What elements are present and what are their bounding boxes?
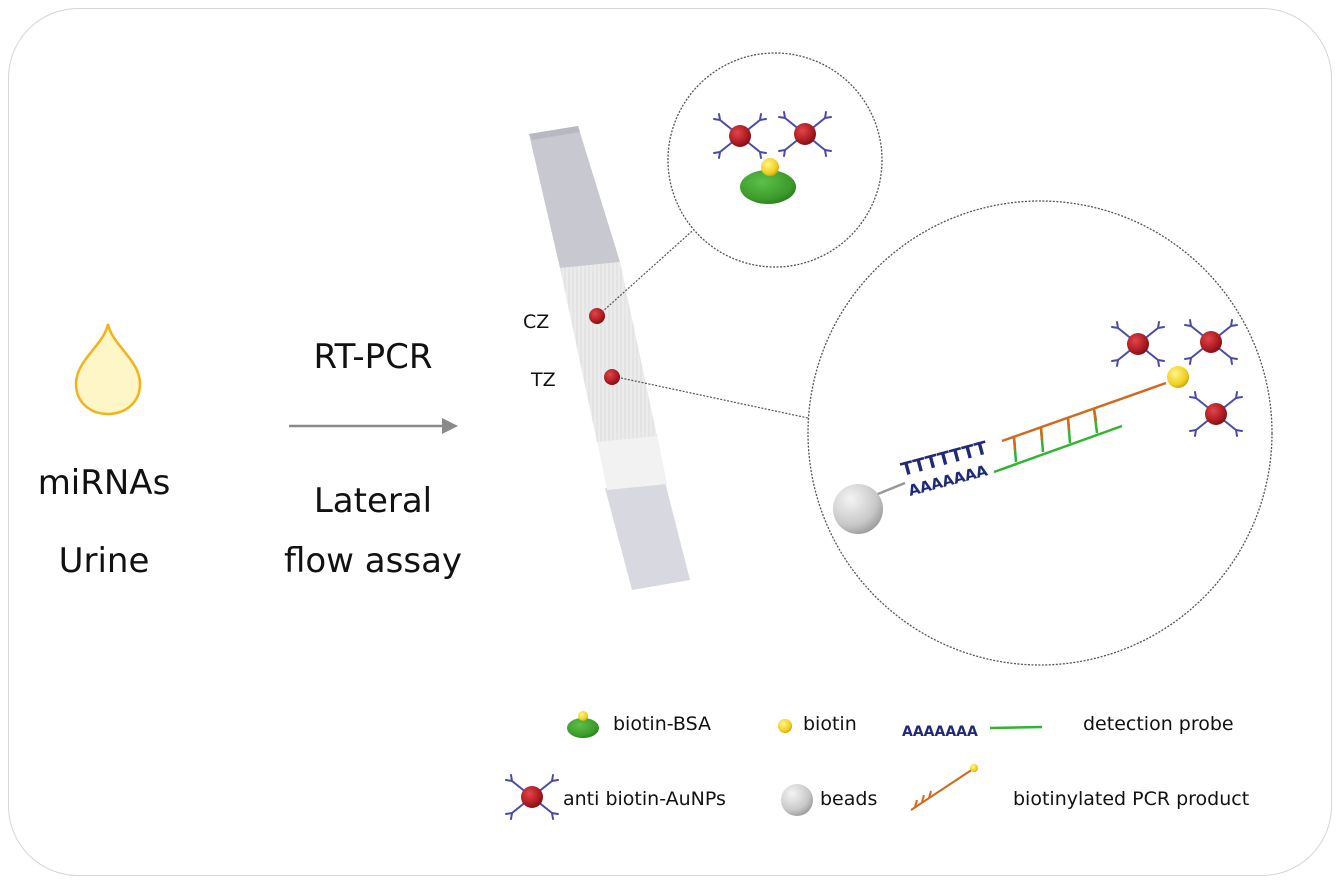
membrane <box>560 262 657 442</box>
detection-probe-strand <box>993 424 1123 474</box>
absorbent-pad <box>605 482 690 590</box>
test-zone-dot <box>604 369 620 385</box>
control-zone-detail <box>667 52 883 268</box>
pcr-product-strand <box>1001 381 1167 443</box>
bead-icon <box>833 484 883 534</box>
lateral-flow-strip <box>529 126 690 590</box>
legend-label: biotin-BSA <box>613 713 711 735</box>
control-zone-dot <box>589 308 605 324</box>
biotin-icon <box>1167 366 1189 388</box>
test-zone-callout-line <box>620 377 809 419</box>
biotin-icon <box>761 158 779 176</box>
rt-pcr-label: RT-PCR <box>314 337 433 377</box>
conjugate-pad <box>597 434 667 490</box>
legend-label: detection probe <box>1083 713 1234 735</box>
sample-pad <box>529 126 620 268</box>
test-zone-label: TZ <box>530 369 556 391</box>
control-zone-label: CZ <box>523 311 549 333</box>
legend-item-anti-biotin-aunps: anti biotin-AuNPs <box>505 774 726 820</box>
biotin-icon <box>778 719 792 733</box>
detection-probe-icon: AAAAAAA <box>902 724 978 740</box>
legend-item-biotinylated-pcr-product: biotinylated PCR product <box>910 764 1249 811</box>
sample-label-urine: Urine <box>59 541 150 581</box>
lateral-flow-label-line1: Lateral <box>314 481 432 521</box>
control-zone-callout-line <box>601 223 701 313</box>
legend-label: beads <box>820 788 877 810</box>
urine-droplet-icon <box>74 323 142 416</box>
legend-item-beads: beads <box>781 784 877 816</box>
legend-label: biotinylated PCR product <box>1013 788 1249 810</box>
legend-label: biotin <box>803 713 857 735</box>
legend-item-biotin: biotin <box>778 713 857 735</box>
legend-label: anti biotin-AuNPs <box>563 788 726 810</box>
legend-item-biotin-bsa: biotin-BSA <box>567 711 711 738</box>
biotinylated-pcr-product-icon <box>910 764 978 811</box>
lateral-flow-label-line2: flow assay <box>284 541 462 581</box>
test-zone-detail: TTTTTTT AAAAAAA <box>807 200 1273 666</box>
legend-item-detection-probe: AAAAAAA detection probe <box>902 713 1234 740</box>
sample-label-mirnas: miRNAs <box>38 463 171 503</box>
process-arrow-icon <box>289 418 458 434</box>
biotin-bsa-icon <box>567 718 599 738</box>
anti-biotin-aunp-icon <box>505 774 559 820</box>
legend: biotin-BSA biotin AAAAAAA detection prob… <box>505 711 1249 820</box>
bead-icon <box>781 784 813 816</box>
bsa-icon <box>740 170 796 204</box>
